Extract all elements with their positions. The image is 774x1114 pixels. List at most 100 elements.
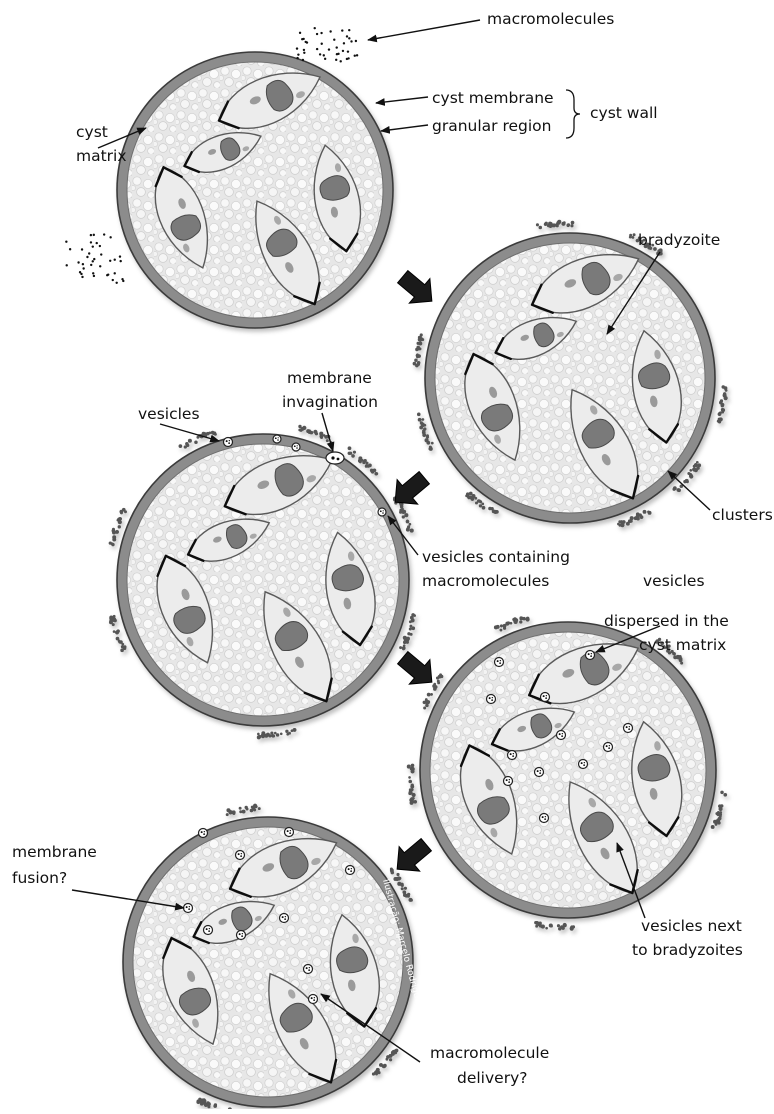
cyst-3 xyxy=(109,425,416,740)
membrane-invagination xyxy=(326,452,344,464)
cluster-particle xyxy=(389,1054,393,1058)
vesicle-content xyxy=(186,906,188,908)
vesicle-content xyxy=(337,458,340,461)
vesicle-membrane xyxy=(237,931,246,940)
vesicle-content xyxy=(509,779,510,780)
macromolecule-dot xyxy=(115,282,117,284)
vesicle-content xyxy=(559,733,561,735)
cluster-particle xyxy=(402,515,405,518)
cluster-particle xyxy=(433,683,436,686)
cluster-particle xyxy=(561,222,565,226)
cluster-particle xyxy=(570,927,574,931)
vesicle-content xyxy=(290,830,291,831)
vesicle-content xyxy=(348,868,350,870)
vesicle xyxy=(280,914,289,923)
cluster-particle xyxy=(411,618,415,622)
vesicle-membrane xyxy=(487,695,496,704)
cluster-particle xyxy=(402,648,405,651)
cluster-particle xyxy=(689,475,693,479)
cluster-particle xyxy=(475,501,478,504)
vesicle-content xyxy=(351,868,352,869)
cluster-particle xyxy=(391,1051,395,1055)
macromolecule-dot xyxy=(303,52,305,54)
label-vesicles-next-1: vesicles next xyxy=(641,917,742,935)
cluster-particle xyxy=(496,625,500,629)
vesicle-content xyxy=(278,437,279,438)
macromolecule-dot xyxy=(88,252,90,254)
cluster-particle xyxy=(420,337,423,340)
macromolecule-dot xyxy=(80,273,82,275)
cluster-particle xyxy=(721,404,724,407)
cluster-particle xyxy=(286,733,289,736)
macromolecule-dot xyxy=(319,53,321,55)
cluster-particle xyxy=(428,447,431,450)
macromolecule-dot xyxy=(328,48,330,50)
cluster-particle xyxy=(550,925,553,928)
macromolecule-dot xyxy=(296,47,298,49)
cluster-particle xyxy=(246,808,249,811)
cluster-particle xyxy=(541,925,544,928)
cluster-particle xyxy=(351,454,355,458)
cluster-particle xyxy=(683,480,686,483)
leader-cyst-membrane xyxy=(376,97,428,103)
cluster-particle xyxy=(271,734,274,737)
vesicle-membrane xyxy=(199,829,208,838)
vesicle-content xyxy=(512,755,514,757)
cluster-particle xyxy=(204,1103,208,1107)
cluster-particle xyxy=(320,433,323,436)
cluster-particle xyxy=(404,887,407,890)
cluster-particle xyxy=(348,446,352,450)
process-arrow xyxy=(392,264,442,313)
vesicle-content xyxy=(203,833,205,835)
vesicle-membrane xyxy=(280,914,289,923)
cluster-particle xyxy=(403,641,406,644)
vesicle-content xyxy=(584,762,585,763)
vesicle-content xyxy=(206,928,208,930)
vesicle-content xyxy=(545,816,546,817)
macromolecule-dot xyxy=(324,58,326,60)
cluster-particle xyxy=(427,693,431,697)
cluster-particle xyxy=(723,793,727,797)
vesicle-content xyxy=(241,853,242,854)
cluster-particle xyxy=(718,412,722,416)
macromolecule-dot xyxy=(348,37,350,39)
cluster-particle xyxy=(563,923,567,927)
vesicle-content xyxy=(239,933,241,935)
cluster-particle xyxy=(406,637,410,641)
vesicle-content xyxy=(238,853,240,855)
vesicle-content xyxy=(591,653,592,654)
macromolecule-dot xyxy=(299,32,301,34)
vesicle-content xyxy=(209,928,210,929)
vesicle-content xyxy=(311,997,313,999)
cluster-particle xyxy=(626,522,630,526)
vesicle xyxy=(237,931,246,940)
cluster-particle xyxy=(409,627,412,630)
macromolecule-dot xyxy=(306,41,308,43)
vesicle xyxy=(346,866,355,875)
cluster-particle xyxy=(226,808,230,812)
cluster-particle xyxy=(512,618,515,621)
vesicle-content xyxy=(383,510,384,511)
macromolecule-dot xyxy=(333,39,335,41)
cluster-particle xyxy=(417,363,420,366)
cluster-particle xyxy=(376,1068,380,1072)
macromolecule-dot xyxy=(65,240,67,242)
vesicle xyxy=(504,777,513,786)
label-vesicles-containing-2: macromolecules xyxy=(422,572,549,590)
cluster-particle xyxy=(725,389,728,392)
vesicle xyxy=(292,443,300,451)
cluster-particle xyxy=(257,733,260,736)
label-membrane-invagination-2: invagination xyxy=(282,393,378,411)
macromolecule-dot xyxy=(66,264,68,266)
cluster-particle xyxy=(109,616,113,620)
cluster-particle xyxy=(186,444,189,447)
cluster-particle xyxy=(719,815,722,818)
process-arrow xyxy=(385,465,435,514)
cluster-particle xyxy=(630,516,634,520)
cluster-particle xyxy=(362,461,366,465)
macromolecule-dot xyxy=(340,60,342,62)
cluster-particle xyxy=(258,735,261,738)
vesicle-membrane xyxy=(604,743,613,752)
vesicle-content xyxy=(497,660,499,662)
